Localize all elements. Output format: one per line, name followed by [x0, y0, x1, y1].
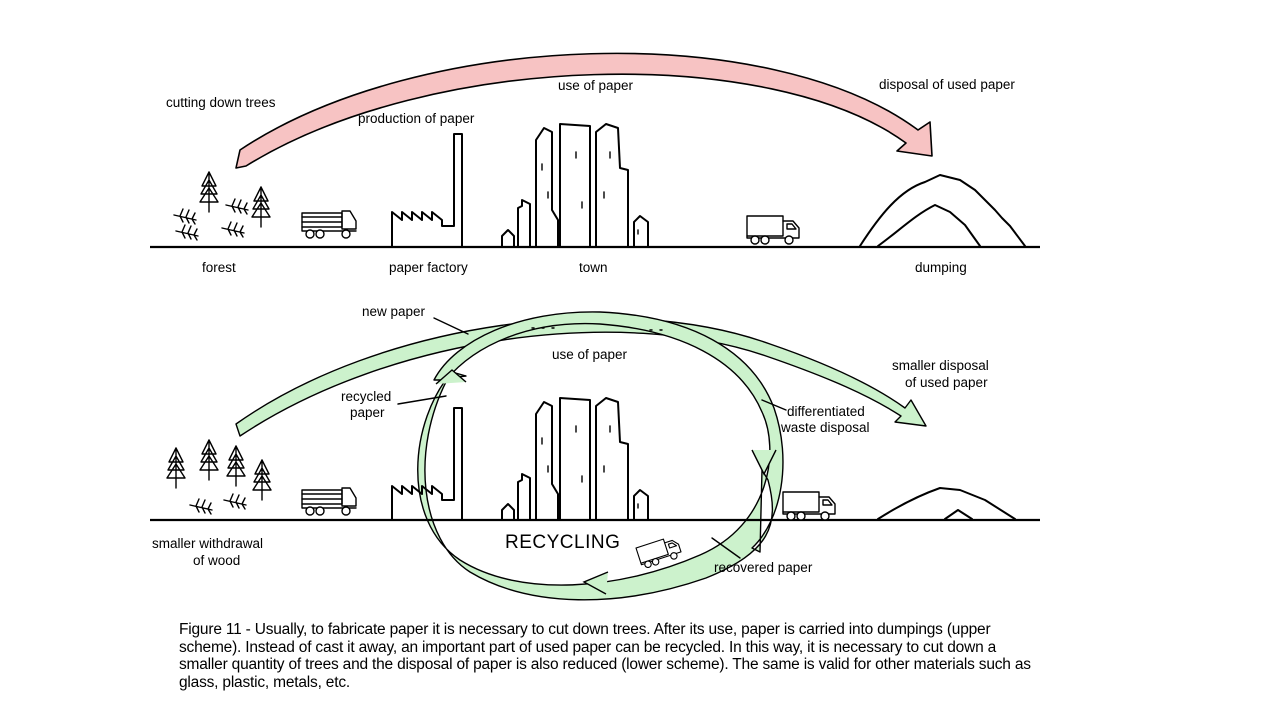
dotted-overlap	[531, 327, 663, 331]
upper-arc-arrow	[235, 52, 933, 169]
label-dumping: dumping	[915, 260, 967, 275]
label-forest: forest	[202, 260, 236, 275]
upper-scheme: cutting down trees production of paper u…	[150, 52, 1040, 275]
label-paper-factory: paper factory	[389, 260, 468, 275]
label-new-paper: new paper	[362, 304, 426, 319]
label-disposal-of-used-paper: disposal of used paper	[879, 77, 1015, 92]
leader-differentiated	[761, 399, 787, 411]
lower-town-buildings-icon	[501, 397, 649, 521]
loop-arrowhead-down	[751, 449, 777, 476]
town-buildings-icon	[501, 123, 649, 247]
label-production-of-paper: production of paper	[358, 111, 475, 126]
label-smaller-withdrawal-line2: of wood	[193, 553, 240, 568]
label-differentiated-line1: differentiated	[787, 404, 865, 419]
small-dump-heap-icon	[877, 487, 1016, 520]
label-cutting-down-trees: cutting down trees	[166, 95, 276, 110]
label-smaller-withdrawal-line1: smaller withdrawal	[152, 536, 263, 551]
label-use-of-paper-lower: use of paper	[552, 347, 628, 362]
loop-arrowhead-up	[435, 369, 467, 385]
label-recycling: RECYCLING	[505, 532, 620, 553]
dump-heap-icon	[859, 174, 1026, 247]
label-recycled-line2: paper	[350, 405, 385, 420]
log-truck-icon	[301, 210, 357, 239]
lower-log-truck-icon	[301, 487, 357, 516]
label-town: town	[579, 260, 608, 275]
label-differentiated-line2: waste disposal	[780, 420, 870, 435]
label-recovered-paper: recovered paper	[714, 560, 813, 575]
label-smaller-disposal-line2: of used paper	[905, 375, 988, 390]
factory-icon	[391, 133, 463, 247]
box-truck-icon	[746, 215, 800, 245]
leader-new-paper	[433, 317, 469, 335]
lower-scheme: new paper use of paper smaller disposal …	[150, 304, 1040, 601]
leader-recycled	[397, 395, 447, 405]
lower-box-truck-icon	[782, 491, 836, 521]
forest-trees-icon	[173, 171, 271, 241]
label-smaller-disposal-line1: smaller disposal	[892, 358, 989, 373]
label-recycled-line1: recycled	[341, 389, 391, 404]
lower-forest-trees-icon	[166, 439, 272, 515]
label-use-of-paper: use of paper	[558, 78, 634, 93]
loop-arrowhead-left	[582, 571, 609, 595]
recycling-loop-arrow	[417, 311, 784, 601]
figure-caption: Figure 11 - Usually, to fabricate paper …	[179, 621, 1031, 691]
leader-recovered-paper	[711, 537, 741, 559]
